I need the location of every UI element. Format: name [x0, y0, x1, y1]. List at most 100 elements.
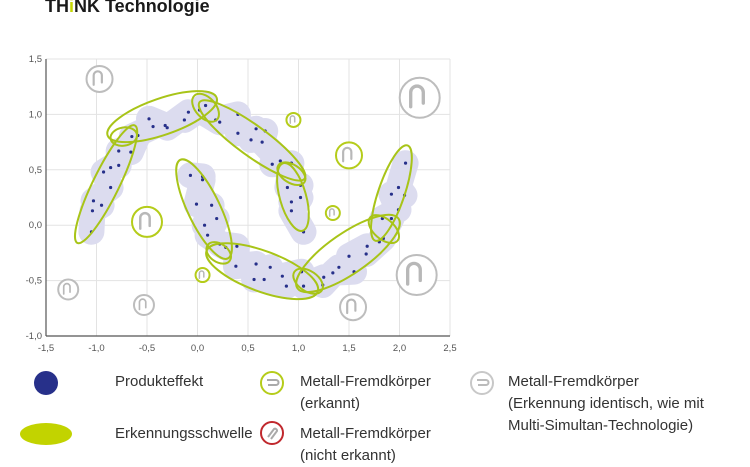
data-point: [151, 124, 155, 129]
metal-object-ring: [85, 64, 114, 93]
paperclip-icon: [409, 84, 425, 109]
detection-threshold-ellipse: [295, 213, 401, 294]
metal-object-detected: [131, 205, 163, 238]
paperclip-icon: [406, 261, 422, 286]
paperclip-detected-icon: [260, 371, 284, 395]
detection-threshold-ellipse: [205, 241, 232, 265]
title-part: NK Technologie: [74, 0, 210, 16]
paperclip-icon: [198, 270, 205, 279]
data-point: [389, 192, 394, 196]
data-point: [186, 110, 191, 114]
metal-object-identical: [395, 254, 438, 297]
metal-object-detected: [285, 111, 302, 128]
metal-object-identical: [85, 64, 114, 93]
data-point: [182, 118, 186, 122]
paperclip-icon: [328, 208, 335, 217]
paperclip-icon: [138, 298, 147, 311]
legend-threshold: Erkennungsschwelle: [115, 425, 253, 442]
paperclip-icon: [289, 115, 296, 124]
y-tick-label: 1,0: [29, 109, 42, 120]
data-point: [99, 203, 104, 207]
paperclip-icon: [139, 211, 151, 230]
paperclip-icon: [346, 298, 357, 315]
data-point: [249, 138, 253, 142]
data-point: [289, 209, 294, 213]
detection-threshold-ellipse: [175, 158, 233, 260]
data-point: [202, 223, 207, 227]
data-point: [280, 274, 284, 278]
metal-object-ring: [131, 205, 163, 238]
data-point: [254, 127, 258, 131]
title-highlight: i: [69, 0, 75, 16]
metal-object-ring: [324, 205, 341, 222]
x-tick-label: -0,5: [139, 343, 155, 354]
metal-object-ring: [335, 141, 363, 170]
data-point: [200, 178, 205, 182]
data-point: [289, 200, 294, 204]
metal-object-ring: [285, 111, 302, 128]
data-point: [210, 203, 214, 207]
legend-identical-2: (Erkennung identisch, wie mit: [508, 395, 704, 412]
x-tick-label: 0,5: [241, 343, 254, 354]
legend-not-detected-1: Metall-Fremdkörper: [300, 425, 431, 442]
data-point: [194, 202, 199, 206]
data-point: [254, 262, 258, 266]
data-point: [109, 185, 113, 190]
data-point: [396, 185, 401, 190]
data-point: [284, 284, 288, 288]
title-part: TH: [45, 0, 69, 16]
data-point: [285, 185, 289, 190]
paperclip-icon: [342, 146, 353, 163]
data-point: [278, 159, 282, 163]
brand-title: THiNK Technologie: [45, 0, 210, 17]
data-point: [130, 134, 134, 139]
metal-object-ring: [339, 293, 368, 322]
detection-threshold-ellipse: [205, 242, 320, 301]
x-tick-label: -1,0: [88, 343, 104, 354]
x-tick-label: 2,5: [443, 343, 456, 354]
x-tick-label: 1,0: [292, 343, 305, 354]
paperclip-icon: [92, 70, 103, 86]
metal-object-identical: [398, 76, 441, 119]
detection-threshold-ellipse: [370, 144, 413, 242]
threshold-ellipse-icon: [20, 423, 72, 445]
metal-object-identical: [132, 293, 155, 316]
detection-threshold-ellipse: [276, 161, 307, 186]
y-tick-label: 0,0: [29, 220, 42, 231]
data-point: [268, 265, 272, 269]
data-point: [147, 117, 151, 121]
data-point: [331, 271, 335, 275]
y-tick-label: -1,0: [26, 331, 42, 342]
data-point: [188, 173, 193, 177]
y-tick-label: -0,5: [26, 276, 42, 287]
data-point: [163, 123, 167, 128]
metal-object-detected: [335, 141, 363, 170]
data-point: [91, 199, 96, 203]
x-tick-label: 1,5: [342, 343, 355, 354]
detection-threshold-ellipse: [73, 124, 139, 245]
metal-object-detected: [324, 205, 341, 222]
data-point: [218, 120, 222, 124]
data-point: [301, 284, 306, 288]
y-tick-label: 1,5: [29, 54, 42, 65]
data-point: [260, 140, 264, 144]
data-point: [262, 277, 266, 282]
x-tick-label: -1,5: [38, 343, 54, 354]
data-point: [252, 277, 256, 282]
metal-objects: [57, 64, 441, 322]
data-point: [117, 149, 121, 153]
metal-object-ring: [132, 293, 155, 316]
data-point: [90, 209, 95, 213]
data-point: [206, 233, 210, 237]
metal-object-ring: [57, 278, 80, 301]
detection-threshold-ellipse: [276, 161, 310, 232]
metal-object-ring: [398, 76, 441, 119]
data-point: [236, 131, 240, 135]
legend-not-detected-2: (nicht erkannt): [300, 447, 396, 464]
data-point: [364, 252, 368, 256]
metal-object-ring: [194, 267, 211, 284]
legend-identical-3: Multi-Simultan-Technologie): [508, 417, 694, 434]
metal-object-identical: [339, 293, 368, 322]
